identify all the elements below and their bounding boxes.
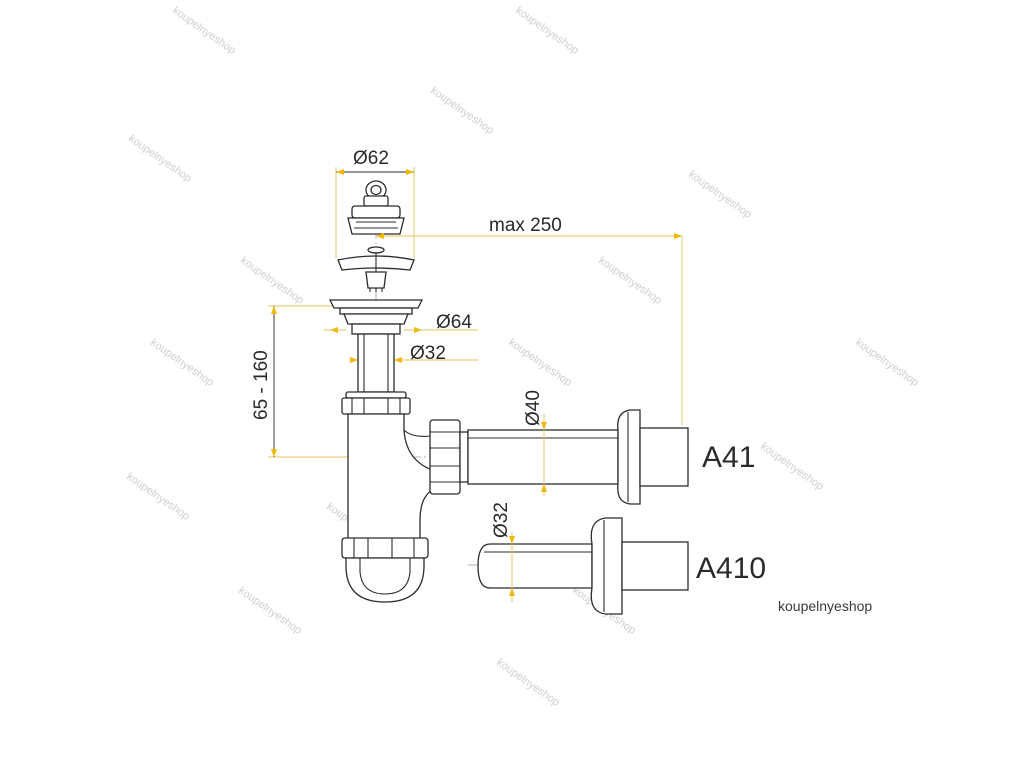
flange-diameter-label: Ø64: [436, 312, 472, 333]
dimension-lines: [271, 169, 682, 602]
watermark: koupelnyeshop: [238, 255, 306, 307]
lower-nut: [341, 537, 429, 559]
extension-lines: [268, 167, 683, 458]
outlet-tube-a410: [477, 543, 593, 589]
upper-nut: [341, 391, 411, 415]
side-nut: [429, 419, 469, 495]
brand-label: koupelnyeshop: [778, 598, 872, 614]
height-range-label: 65 - 160: [251, 350, 272, 420]
watermark: koupelnyeshop: [126, 133, 194, 185]
watermark: koupelnyeshop: [124, 471, 192, 523]
watermark: koupelnyeshop: [513, 5, 581, 57]
watermark: koupelnyeshop: [853, 337, 921, 389]
strainer-plug: [347, 180, 405, 235]
watermark: koupelnyeshop: [236, 585, 304, 637]
outlet-a410-diameter-label: Ø32: [491, 502, 512, 538]
watermark: koupelnyeshop: [596, 255, 664, 307]
watermark: koupelnyeshop: [170, 5, 238, 57]
watermark: koupelnyeshop: [428, 85, 496, 137]
wall-rosette-a41: [617, 409, 689, 505]
variant-a410-label: A410: [696, 552, 766, 585]
watermark: koupelnyeshop: [494, 657, 562, 709]
watermark: koupelnyeshop: [148, 337, 216, 389]
wall-rosette-a410: [590, 517, 623, 615]
strainer-grate: [337, 246, 415, 292]
inlet-tube: [357, 333, 395, 393]
watermark: koupelnyeshop: [758, 441, 826, 493]
siphon-a410: [477, 517, 689, 615]
inlet-diameter-label: Ø32: [410, 343, 446, 364]
siphon-a41: [328, 180, 689, 603]
outlet-a41-diameter-label: Ø40: [523, 390, 544, 426]
strainer-diameter-label: Ø62: [353, 148, 389, 169]
bottle-body: [347, 413, 433, 541]
max-length-label: max 250: [489, 215, 562, 236]
variant-a41-label: A41: [702, 441, 755, 474]
watermark: koupelnyeshop: [686, 169, 754, 221]
bottom-cap: [345, 557, 425, 603]
flange: [328, 299, 424, 335]
watermark: koupelnyeshop: [506, 337, 574, 389]
